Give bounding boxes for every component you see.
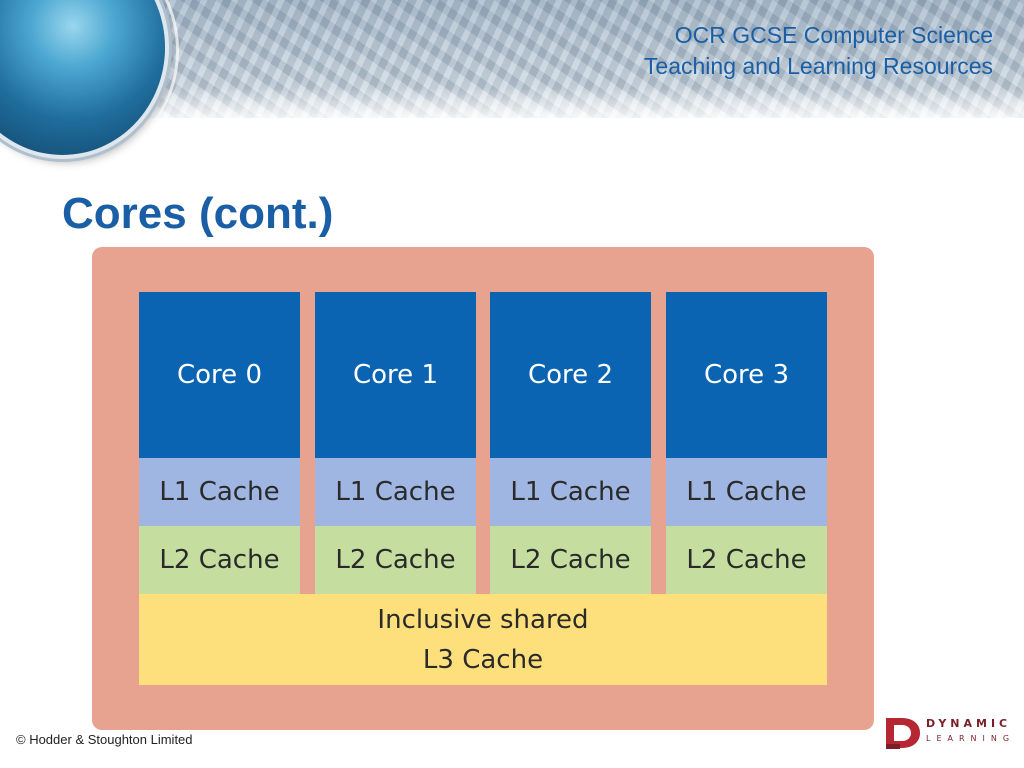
core-column-2: Core 2 L1 Cache L2 Cache	[490, 292, 651, 594]
l2-cache-box: L2 Cache	[490, 526, 651, 594]
course-title: OCR GCSE Computer Science Teaching and L…	[644, 20, 993, 82]
l3-cache-label-line1: Inclusive shared	[377, 604, 589, 635]
core-column-0: Core 0 L1 Cache L2 Cache	[139, 292, 300, 594]
l3-cache-box: Inclusive shared L3 Cache	[139, 594, 827, 685]
l3-cache-label-line2: L3 Cache	[422, 644, 544, 675]
dynamic-learning-logo: DYNAMIC LEARNING	[884, 714, 1010, 754]
logo-wordmark-bottom: LEARNING	[926, 734, 1016, 743]
dynamic-learning-logo-icon	[886, 718, 920, 749]
core-box: Core 2	[490, 292, 651, 458]
l1-cache-box: L1 Cache	[315, 458, 476, 526]
core-column-1: Core 1 L1 Cache L2 Cache	[315, 292, 476, 594]
course-title-line1: OCR GCSE Computer Science	[674, 22, 993, 48]
core-column-3: Core 3 L1 Cache L2 Cache	[666, 292, 827, 594]
copyright-notice: © Hodder & Stoughton Limited	[16, 732, 193, 747]
multicore-cache-diagram: Core 0 L1 Cache L2 Cache Core 1 L1 Cache…	[92, 247, 874, 730]
core-box: Core 0	[139, 292, 300, 458]
l1-cache-box: L1 Cache	[666, 458, 827, 526]
l2-cache-box: L2 Cache	[315, 526, 476, 594]
l1-cache-box: L1 Cache	[139, 458, 300, 526]
l2-cache-box: L2 Cache	[666, 526, 827, 594]
core-box: Core 1	[315, 292, 476, 458]
l1-cache-box: L1 Cache	[490, 458, 651, 526]
l2-cache-box: L2 Cache	[139, 526, 300, 594]
logo-wordmark-top: DYNAMIC	[926, 717, 1012, 730]
core-box: Core 3	[666, 292, 827, 458]
slide-title: Cores (cont.)	[62, 189, 334, 238]
course-title-line2: Teaching and Learning Resources	[643, 53, 993, 79]
